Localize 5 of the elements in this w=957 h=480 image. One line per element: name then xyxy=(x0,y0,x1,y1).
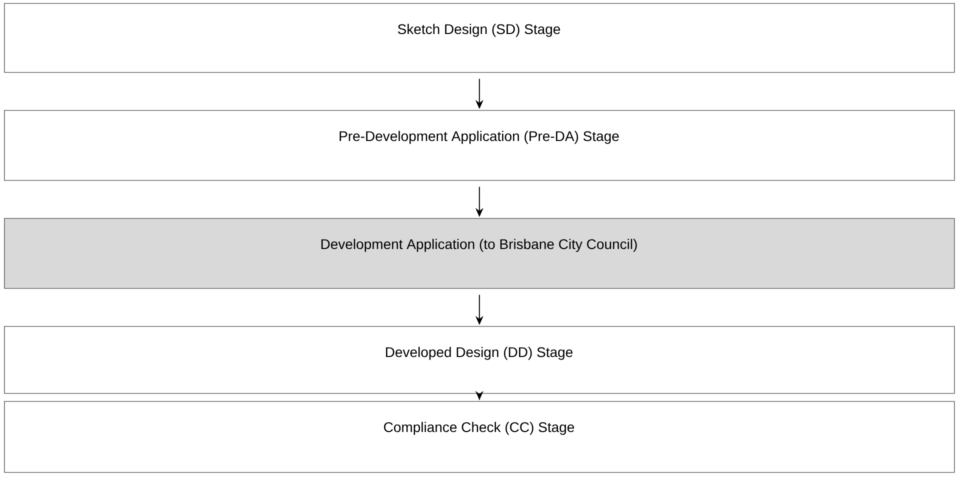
stage-box: Compliance Check (CC) Stage xyxy=(4,401,955,473)
stage-box: Pre-Development Application (Pre-DA) Stage xyxy=(4,110,955,181)
stage-box: Development Application (to Brisbane City Council) xyxy=(4,218,955,289)
stage-box: Developed Design (DD) Stage xyxy=(4,326,955,394)
stage-box: Sketch Design (SD) Stage xyxy=(4,3,955,73)
